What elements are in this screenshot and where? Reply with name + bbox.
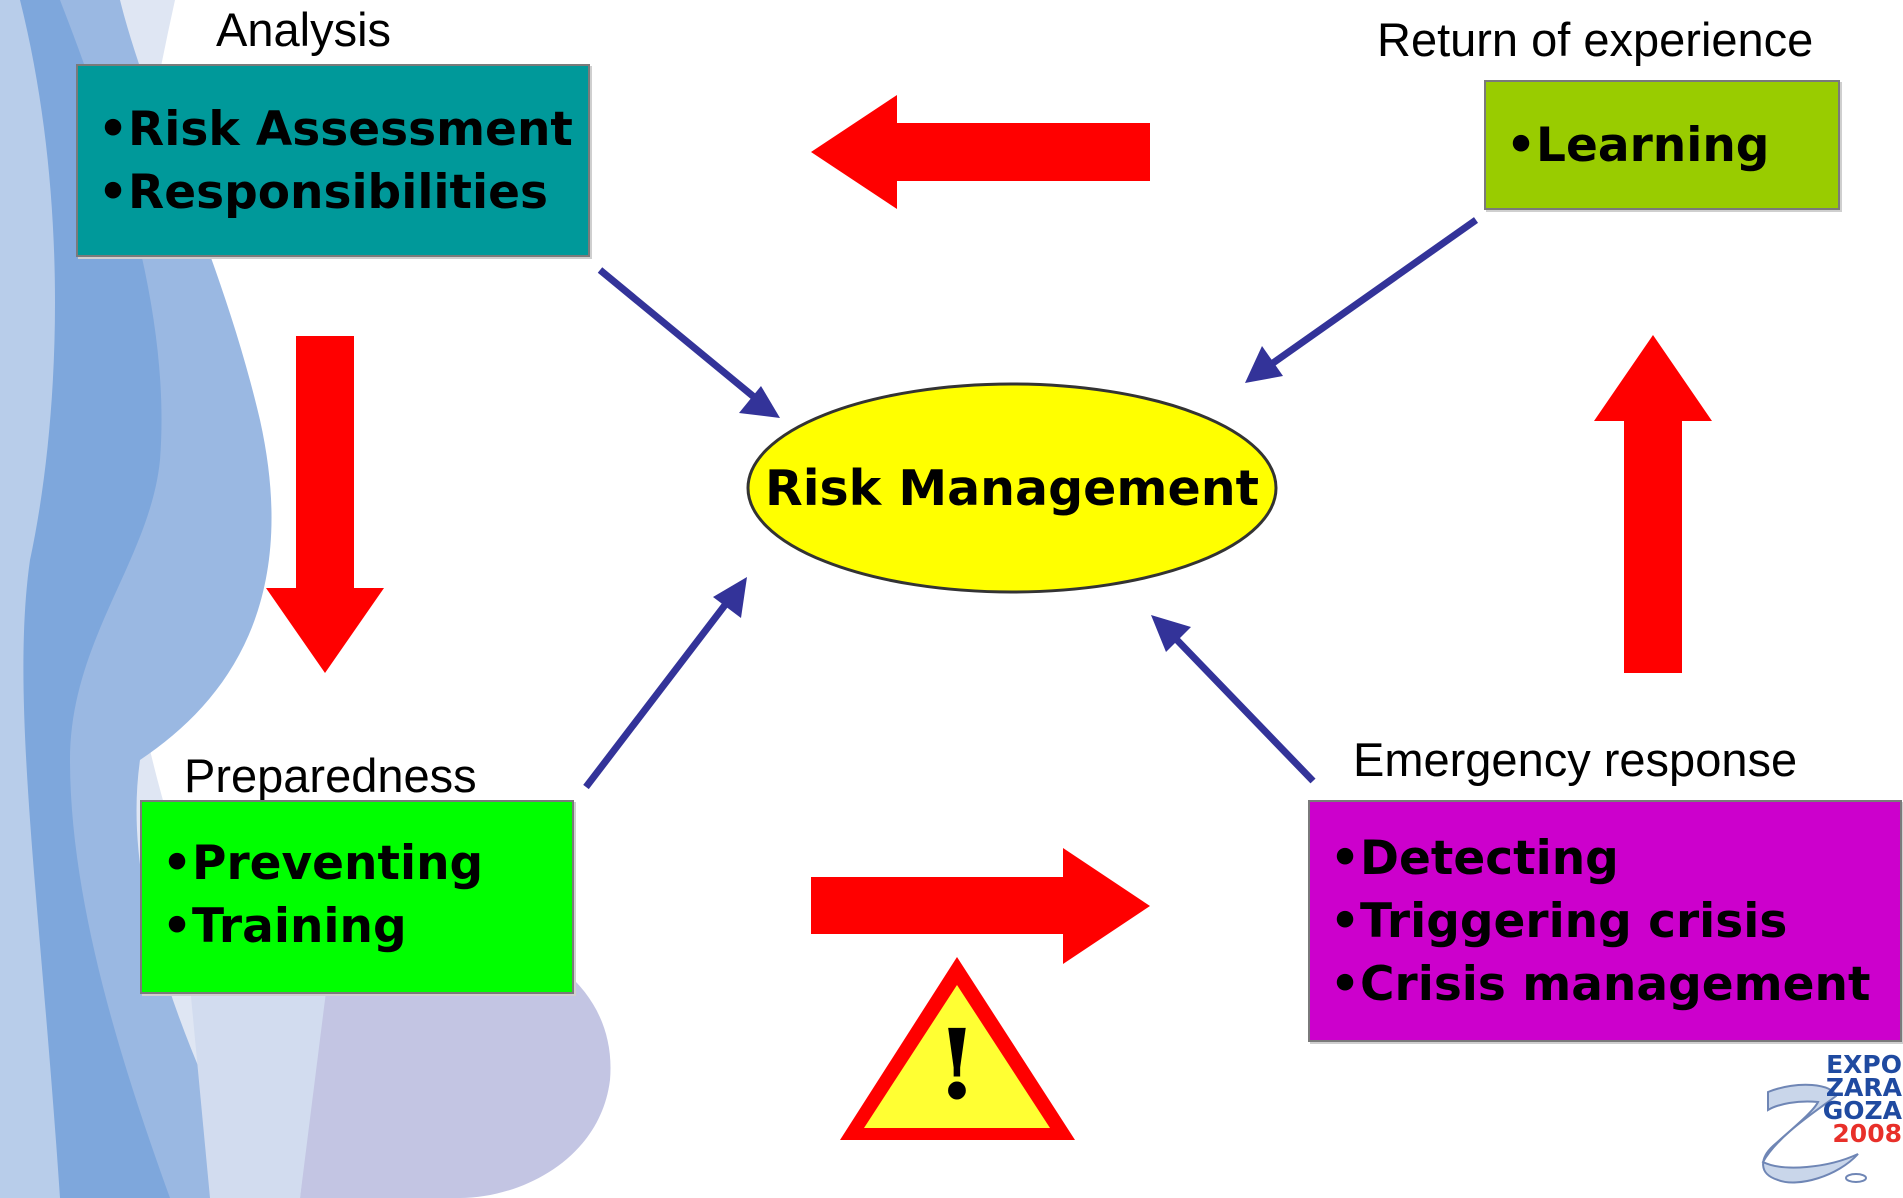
cycle-arrow-down xyxy=(266,336,384,673)
logo-line: 2008 xyxy=(1832,1119,1902,1148)
analysis-item: •Responsibilities xyxy=(98,165,548,220)
analysis-item: •Risk Assessment xyxy=(98,102,573,157)
pointer-arrow-from-emergency xyxy=(1151,615,1316,784)
cycle-arrow-right xyxy=(811,848,1150,964)
preparedness-item: •Training xyxy=(162,899,407,954)
logo-line: ZARA xyxy=(1825,1073,1902,1102)
analysis-box: •Risk Assessment •Responsibilities xyxy=(76,64,590,257)
return-of-experience-label: Return of experience xyxy=(1377,13,1814,66)
emergency-item: •Triggering crisis xyxy=(1330,894,1788,949)
emergency-response-box: •Detecting •Triggering crisis •Crisis ma… xyxy=(1308,800,1902,1042)
emergency-response-label: Emergency response xyxy=(1353,733,1798,786)
preparedness-item: •Preventing xyxy=(162,836,484,891)
analysis-label: Analysis xyxy=(216,3,392,56)
logo-line: EXPO xyxy=(1826,1050,1902,1079)
cycle-arrow-left xyxy=(811,95,1150,209)
expo-zaragoza-logo xyxy=(1761,1083,1867,1184)
emergency-item: •Crisis management xyxy=(1330,957,1871,1012)
center-title: Risk Management xyxy=(764,459,1260,517)
preparedness-box: •Preventing •Training xyxy=(140,800,574,994)
emergency-item: •Detecting xyxy=(1330,831,1619,886)
warning-symbol: ! xyxy=(935,1008,979,1121)
return-item: •Learning xyxy=(1506,118,1770,173)
warning-triangle-icon xyxy=(840,957,1075,1140)
cycle-arrow-up xyxy=(1594,335,1712,673)
pointer-arrow-from-preparedness xyxy=(583,577,747,790)
center-ellipse xyxy=(746,382,1278,594)
pointer-arrow-from-analysis xyxy=(597,267,780,418)
logo-line: GOZA xyxy=(1822,1096,1902,1125)
logo-text: EXPO ZARA GOZA 2008 xyxy=(1812,1050,1902,1148)
return-of-experience-box: •Learning xyxy=(1484,80,1840,210)
pointer-arrow-from-learning xyxy=(1245,217,1479,383)
preparedness-label: Preparedness xyxy=(184,749,477,802)
